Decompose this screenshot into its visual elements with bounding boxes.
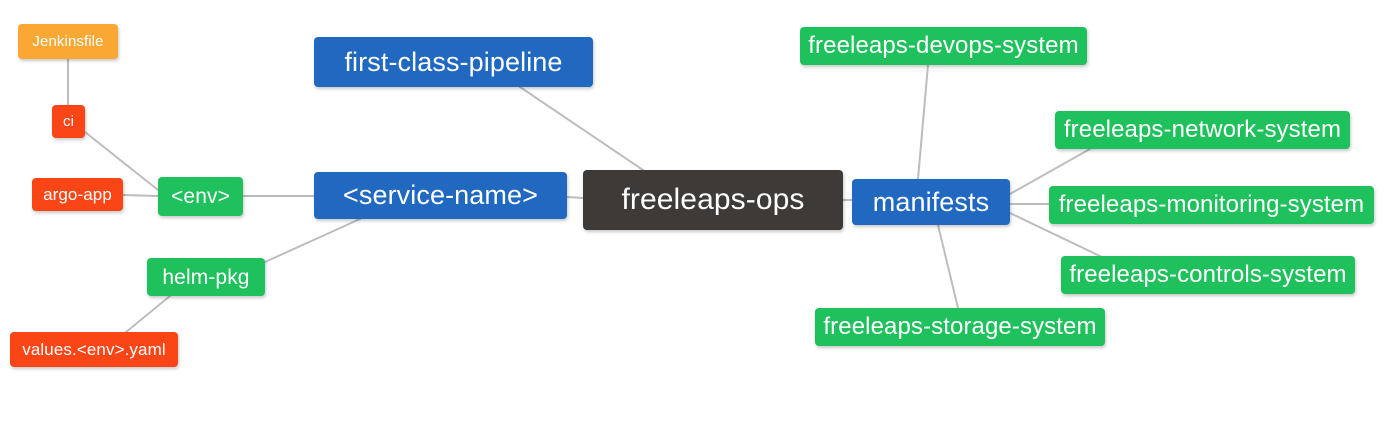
edge-service-name-to-helm-pkg bbox=[264, 218, 361, 263]
node-label: freeleaps-devops-system bbox=[808, 32, 1079, 59]
node-label: argo-app bbox=[43, 185, 112, 204]
edge-ci-to-env bbox=[84, 131, 159, 191]
node-label: freeleaps-monitoring-system bbox=[1058, 191, 1365, 218]
edge-service-name-to-root bbox=[566, 196, 584, 199]
node-argo-app[interactable]: argo-app bbox=[32, 178, 123, 211]
edge-manifests-to-controls bbox=[1009, 212, 1105, 259]
node-root[interactable]: freeleaps-ops bbox=[583, 170, 843, 230]
node-service-name[interactable]: <service-name> bbox=[314, 172, 567, 219]
node-values-yaml[interactable]: values.<env>.yaml bbox=[10, 332, 178, 367]
node-label: freeleaps-network-system bbox=[1063, 116, 1342, 143]
edge-argo-app-to-env bbox=[122, 194, 159, 197]
node-label: freeleaps-storage-system bbox=[823, 313, 1097, 340]
node-label: freeleaps-controls-system bbox=[1069, 261, 1347, 288]
node-jenkinsfile[interactable]: Jenkinsfile bbox=[18, 24, 118, 59]
node-label: values.<env>.yaml bbox=[22, 340, 166, 359]
node-helm-pkg[interactable]: helm-pkg bbox=[147, 258, 265, 296]
edge-manifests-to-devops bbox=[917, 64, 929, 180]
node-label: <env> bbox=[171, 185, 230, 208]
node-ci[interactable]: ci bbox=[52, 105, 85, 138]
node-network[interactable]: freeleaps-network-system bbox=[1055, 111, 1350, 149]
node-label: ci bbox=[62, 113, 75, 130]
edge-manifests-to-storage bbox=[937, 224, 959, 309]
node-env[interactable]: <env> bbox=[158, 177, 243, 216]
node-devops[interactable]: freeleaps-devops-system bbox=[800, 27, 1087, 65]
edge-pipeline-to-root bbox=[519, 86, 644, 171]
node-label: manifests bbox=[872, 186, 990, 217]
node-label: <service-name> bbox=[343, 180, 538, 210]
node-label: Jenkinsfile bbox=[32, 33, 104, 50]
node-pipeline[interactable]: first-class-pipeline bbox=[314, 37, 593, 87]
edge-helm-pkg-to-values-yaml bbox=[119, 295, 171, 338]
node-label: first-class-pipeline bbox=[344, 46, 563, 77]
node-controls[interactable]: freeleaps-controls-system bbox=[1061, 256, 1355, 294]
node-manifests[interactable]: manifests bbox=[852, 179, 1010, 225]
node-monitoring[interactable]: freeleaps-monitoring-system bbox=[1049, 186, 1374, 224]
node-label: helm-pkg bbox=[162, 265, 250, 289]
edge-manifests-to-network bbox=[1009, 148, 1091, 195]
node-storage[interactable]: freeleaps-storage-system bbox=[815, 308, 1105, 346]
node-label: freeleaps-ops bbox=[621, 183, 805, 216]
